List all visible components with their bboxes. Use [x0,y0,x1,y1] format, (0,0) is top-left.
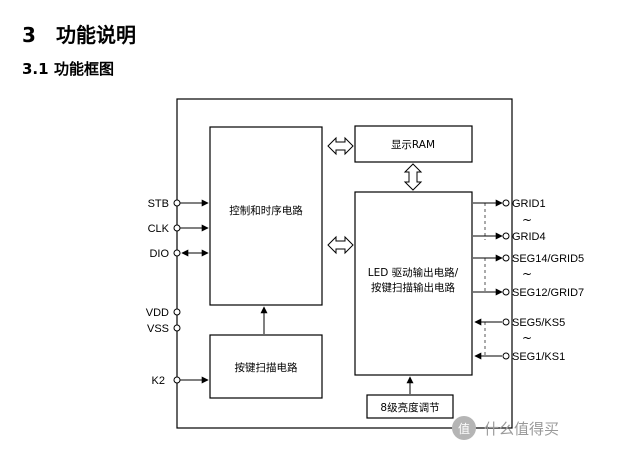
section-title: 功能说明 [56,23,136,47]
subsection-number: 3.1 [22,60,49,78]
brightness-label: 8级亮度调节 [380,401,439,414]
pin-grid4-terminal [502,232,510,240]
key-scan-label: 按键扫描电路 [235,361,298,374]
pin-dio-terminal [173,249,181,257]
pin-stb-terminal [173,199,181,207]
left-pins: STB CLK DIO VDD VSS K2 [146,198,209,387]
pin-grid1-terminal [502,199,510,207]
pin-seg-grid-ellipsis: ~ [522,267,532,281]
pin-seg14-grid5-terminal [502,254,510,262]
watermark-text: 什么值得买 [484,420,559,438]
pin-grid-ellipsis: ~ [522,213,532,227]
pin-dio-label: DIO [149,248,169,260]
pin-vss-terminal [173,324,181,332]
watermark-logo-glyph: 值 [458,421,470,436]
pin-seg1-ks1-label: SEG1/KS1 [512,351,565,363]
watermark-logo-icon [452,416,476,440]
led-driver-block [354,191,473,376]
display-ram-label: 显示RAM [391,139,435,151]
pin-clk-terminal [173,224,181,232]
pin-seg5-ks5-terminal [502,318,510,326]
pin-seg-ks-ellipsis: ~ [522,331,532,345]
pin-stb-label: STB [148,198,169,210]
pin-seg1-ks1-terminal [502,352,510,360]
section-number: 3 [22,23,36,47]
pin-clk-label: CLK [148,223,170,235]
led-driver-label-line2: 按键扫描输出电路 [371,281,455,294]
pin-seg14-grid5-label: SEG14/GRID5 [512,253,584,265]
pin-vdd-label: VDD [146,307,169,319]
control-timing-block [209,126,323,306]
brightness-block [366,394,454,419]
pin-k2-terminal [173,376,181,384]
pin-vdd-terminal [173,308,181,316]
subsection-heading: 3.1 功能框图 [22,58,114,79]
ram-driver-double-arrow [403,163,423,191]
control-driver-double-arrow [327,235,354,255]
control-ram-double-arrow [327,136,354,156]
pin-vss-label: VSS [147,323,169,335]
right-pins: GRID1 ~ GRID4 SEG14/GRID5 ~ SEG12/GRID7 … [473,198,584,363]
subsection-title: 功能框图 [54,60,115,78]
pin-grid4-label: GRID4 [512,231,546,243]
control-timing-label: 控制和时序电路 [229,204,303,217]
pin-seg5-ks5-label: SEG5/KS5 [512,317,565,329]
key-scan-block [209,334,323,399]
section-heading: 3 功能说明 [22,19,136,48]
pin-grid1-label: GRID1 [512,198,546,210]
pin-seg12-grid7-terminal [502,288,510,296]
pin-k2-label: K2 [152,375,165,387]
led-driver-label-line1: LED 驱动输出电路/ [368,266,459,279]
display-ram-block [354,125,473,163]
watermark: 值 什么值得买 [452,416,559,440]
pin-seg12-grid7-label: SEG12/GRID7 [512,287,584,299]
